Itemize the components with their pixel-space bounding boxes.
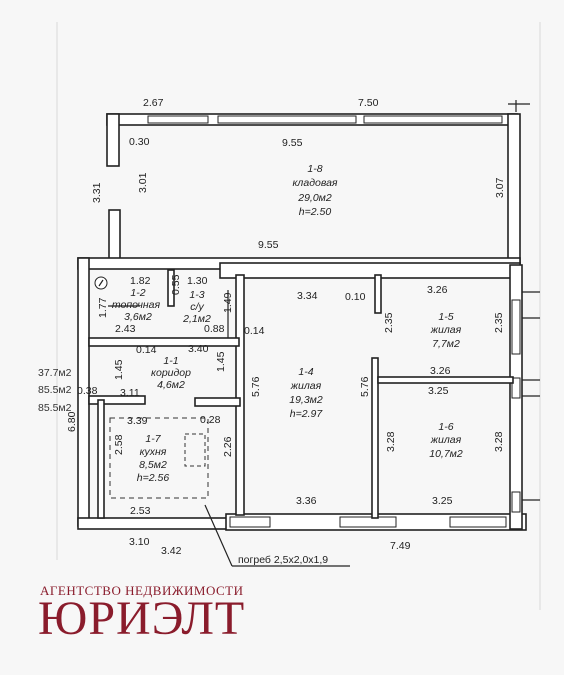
dim-store-top: 0.30 [129,136,150,148]
dim-r15-right: 2.35 [493,312,505,333]
dim-r14-right: 5.76 [359,376,371,397]
room-1-5-code: 1-5 [438,311,453,323]
room-1-5-area: 7,7м2 [432,338,460,350]
dim-top-right: 7.50 [358,97,379,109]
side-area-3: 85.5м2 [38,402,72,414]
room-1-3-code: 1-3 [189,289,204,301]
dim-door: 0.10 [345,291,366,303]
dim-bottom-right: 7.49 [390,540,411,552]
dim-r13-a: 0.55 [170,274,182,295]
cellar-label: погреб 2,5х2,0х1,9 [238,554,328,566]
room-1-7-area: 8,5м2 [139,459,167,471]
dim-r12-top: 1.82 [130,275,151,287]
dim-corr-left: 1.45 [113,359,125,380]
dim-r17-door: 0.28 [200,414,221,426]
dim-r16-top: 3.25 [428,385,449,397]
room-1-4-name: жилая [290,380,322,392]
room-1-1-name: коридор [151,367,191,379]
partitions [88,269,514,567]
room-1-4-code: 1-4 [298,366,313,378]
room-1-8-height: h=2.50 [299,206,332,218]
dim-r17-bottom: 2.53 [130,505,151,517]
dim-r13-b: 1.30 [187,275,208,287]
dim-store-mid: 9.55 [282,137,303,149]
room-1-7-code: 1-7 [145,433,161,445]
dim-r15-bottom: 3.26 [430,365,451,377]
dim-r12-side: 1.77 [97,297,109,318]
dim-r16-bottom: 3.25 [432,495,453,507]
dim-outer-680: 6.80 [66,411,78,432]
side-area-1: 37.7м2 [38,367,72,379]
dimensions: 2.67 7.50 0.30 9.55 3.31 3.01 3.07 9.55 … [66,97,506,557]
dim-store-bottom: 9.55 [258,239,279,251]
room-1-2-name: топочная [112,299,161,311]
room-1-6-code: 1-6 [438,421,453,433]
dim-top-left: 2.67 [143,97,164,109]
dim-r15-left: 2.35 [383,312,395,333]
dim-r15-top: 3.26 [427,284,448,296]
dim-r12-bottom: 2.43 [115,323,136,335]
room-1-6-area: 10,7м2 [429,448,463,460]
dim-r14-bottom: 3.36 [296,495,317,507]
side-area-2: 85.5м2 [38,384,72,396]
room-1-7-height: h=2.56 [137,472,170,484]
dim-r14-top: 3.34 [297,290,318,302]
dim-outer-038: 0.38 [77,385,98,397]
agency-logo: ЮРИЭЛТ [38,592,246,645]
dim-r14-left: 5.76 [250,376,262,397]
dim-r13-bottom: 0.88 [204,323,225,335]
dim-r17-right: 2.26 [222,436,234,457]
dim-left-outer: 3.31 [91,182,103,203]
room-1-3-name: с/у [190,301,204,313]
dim-wall-014: 0.14 [244,325,265,337]
dim-r16-right: 3.28 [493,431,505,452]
dim-bottom-total: 3.42 [161,545,182,557]
room-1-8-name: кладовая [292,177,337,189]
room-1-5-name: жилая [430,324,462,336]
room-1-1-code: 1-1 [163,355,178,367]
room-1-7-name: кухня [140,446,167,458]
room-1-6-name: жилая [430,434,462,446]
room-1-4-area: 19,3м2 [289,394,323,406]
room-1-2-code: 1-2 [130,287,145,299]
dim-left-inner: 3.01 [137,172,149,193]
room-1-8-area: 29,0м2 [297,192,332,204]
dim-corr-len: 3.40 [188,343,209,355]
dim-r17-top: 3.39 [127,415,148,427]
room-1-1-area: 4,6м2 [157,379,185,391]
dim-r17-left: 2.58 [113,434,125,455]
room-labels: 1-8 кладовая 29,0м2 h=2.50 1-2 топочная … [112,163,463,566]
dim-right-store: 3.07 [494,177,506,198]
room-1-8-code: 1-8 [307,163,322,175]
dim-corr-right: 1.45 [215,351,227,372]
room-1-3-area: 2,1м2 [182,313,211,325]
agency-subtitle: АГЕНТСТВО НЕДВИЖИМОСТИ [40,583,244,598]
dim-corr-bottom: 3.11 [120,387,140,399]
room-1-2-area: 3,6м2 [124,311,152,323]
room-1-4-height: h=2.97 [290,408,324,420]
storage-walls [77,100,530,279]
dim-bottom-left: 3.10 [129,536,150,548]
dim-corr-top: 0.14 [136,344,157,356]
dim-r13-side: 1.49 [222,292,234,313]
dim-r16-left: 3.28 [385,431,397,452]
